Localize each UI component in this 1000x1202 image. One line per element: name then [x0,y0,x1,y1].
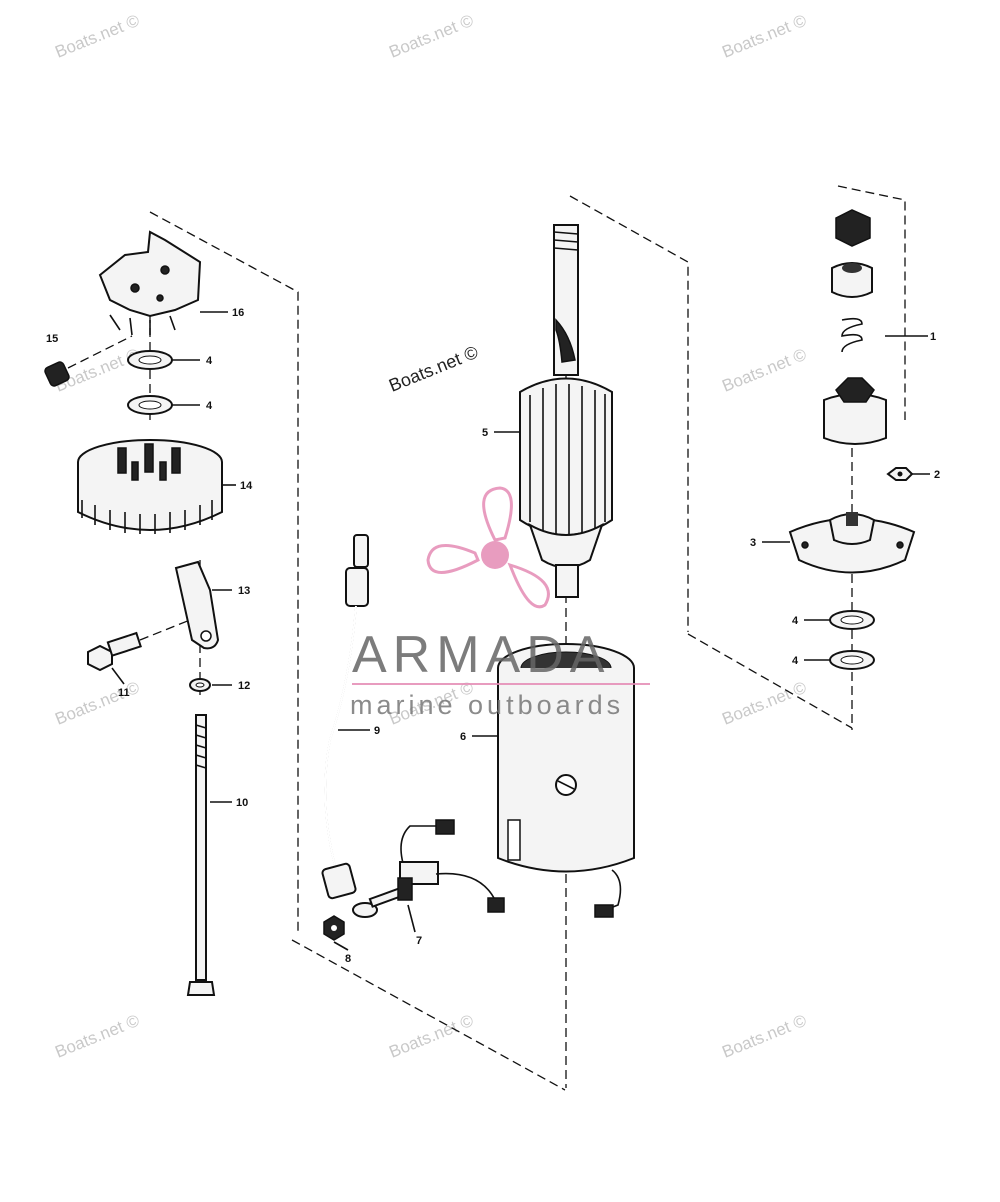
part-2-nut [886,467,914,481]
logo-title: ARMADA [352,626,610,684]
callout-9: 9 [374,725,380,737]
callout-1: 1 [930,331,936,343]
watermark: Boats.net © [52,1011,142,1062]
callout-16: 16 [232,307,244,319]
part-6-field-frame [497,643,635,918]
center-bottom-outline [687,633,853,729]
callout-3: 3 [750,537,756,549]
callout-4-left-lower: 4 [206,400,213,412]
part-5-armature [519,224,613,598]
callout-labels: 1 2 3 4 4 4 4 5 6 7 8 9 10 11 12 13 14 1… [46,307,940,965]
right-assembly-outline-top [837,185,906,420]
callout-4-right-lower: 4 [792,655,799,667]
watermark: Boats.net © [386,11,476,62]
watermark-grid: Boats.net © Boats.net © Boats.net © Boat… [52,11,809,1062]
left-assembly-outline [149,211,299,935]
part-12-lock-washer [189,678,211,692]
part-9-cable [321,534,378,918]
callout-8: 8 [345,953,351,965]
part-14-end-housing [77,439,223,534]
center-assembly-outline [569,195,689,632]
watermark: Boats.net © [52,11,142,62]
watermark: Boats.net © [386,1011,476,1062]
callout-6: 6 [460,731,466,743]
part-3-drive-end-head [788,512,916,574]
part-15-screw [44,335,133,387]
part-8-nut [323,915,345,941]
watermark: Boats.net © [719,1011,809,1062]
callout-7: 7 [416,935,422,947]
callout-11: 11 [118,687,130,699]
callout-5: 5 [482,427,488,439]
callout-13: 13 [238,585,250,597]
watermark: Boats.net © [719,345,809,396]
callout-2: 2 [934,469,940,481]
part-4-washers-left [127,350,173,415]
callout-4-right-upper: 4 [792,615,799,627]
callout-10: 10 [236,797,248,809]
callout-14: 14 [240,480,253,492]
bottom-assembly-outline [291,939,566,1091]
armada-logo: ARMADA marine outboards [350,486,650,720]
callout-12: 12 [238,680,250,692]
callout-leaders [111,311,930,951]
watermark: Boats.net © [719,11,809,62]
watermark: Boats.net © [719,678,809,729]
part-11-bolt [87,619,191,672]
part-13-bracket [174,560,220,650]
propeller-icon [426,486,550,609]
part-7-terminal-assembly [368,819,505,913]
callout-4-left-upper: 4 [206,355,213,367]
part-1-drive-assembly [823,209,887,445]
part-4-washers-right [829,610,875,670]
watermark: Boats.net © [52,678,142,729]
part-10-through-bolt [186,714,216,996]
logo-subtitle: marine outboards [350,690,624,720]
watermark-center: Boats.net © [386,342,481,396]
callout-15: 15 [46,333,58,345]
part-16-end-plate [98,230,202,336]
